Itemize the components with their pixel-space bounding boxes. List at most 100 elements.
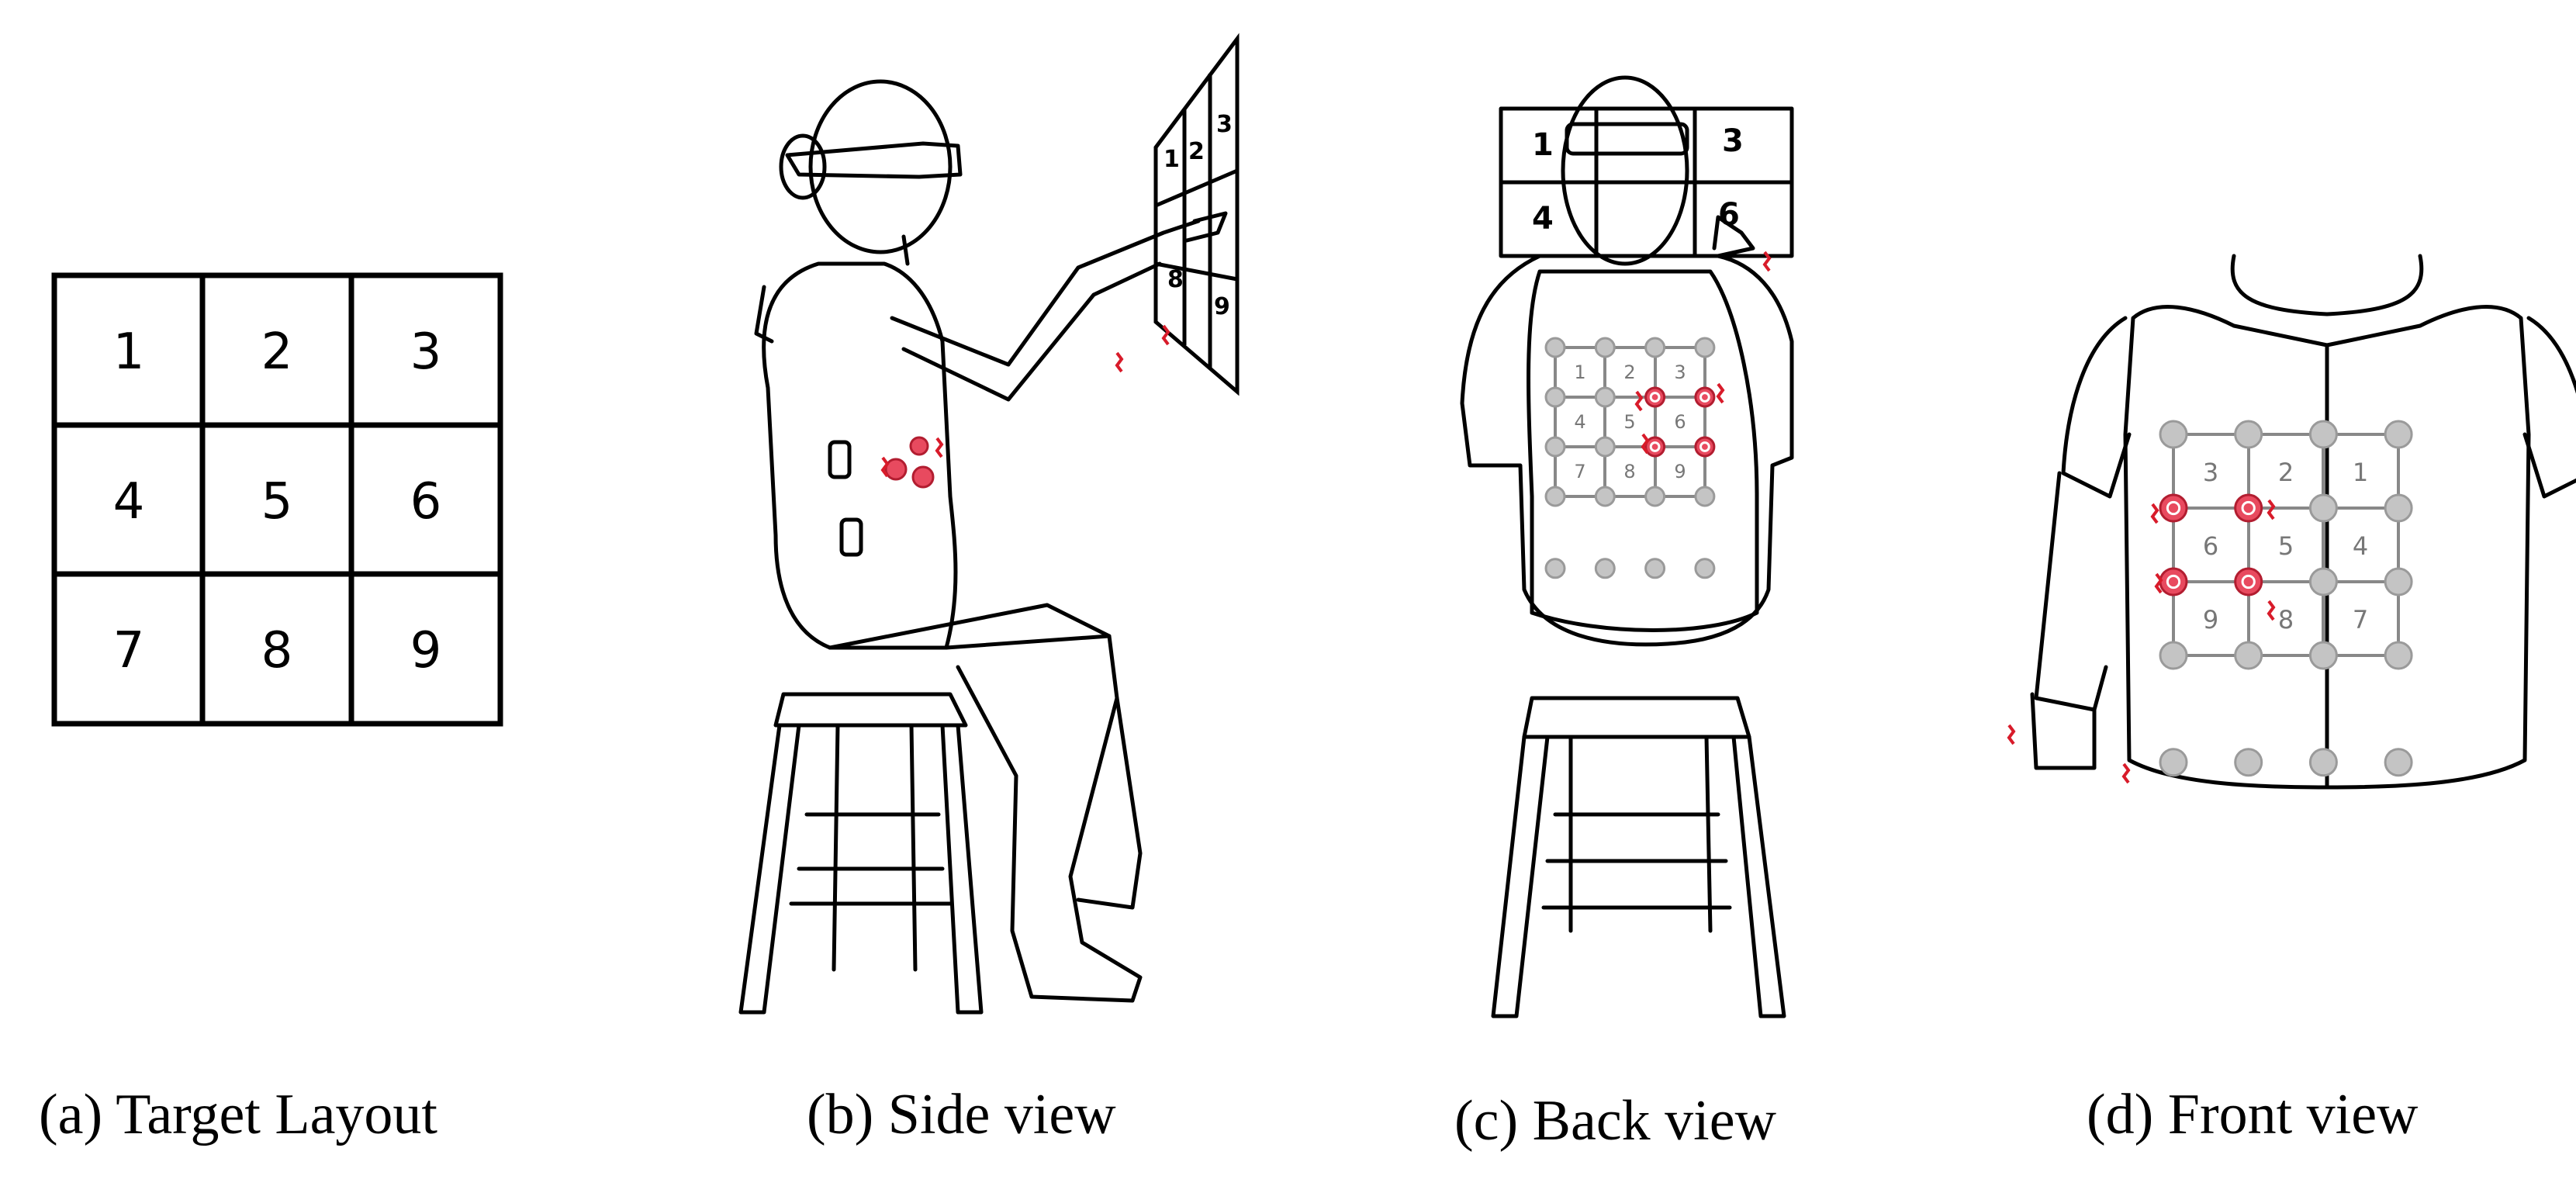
- front-vest-actuator-ring: [2241, 500, 2256, 516]
- back-torso: [1460, 254, 1794, 647]
- front-vest-num-7: 7: [2353, 605, 2368, 634]
- front-vest-actuator-active: [2234, 493, 2263, 523]
- front-vest-num-6: 6: [2203, 531, 2218, 561]
- front-vest-actuator: [2159, 641, 2188, 670]
- front-vest-actuator: [2384, 567, 2413, 596]
- side-panel-num-1: 1: [1164, 146, 1180, 173]
- back-vest-actuator: [1694, 337, 1716, 358]
- back-vest-num-6: 6: [1674, 411, 1686, 433]
- back-vest-actuator: [1594, 486, 1616, 507]
- back-vest-num-5: 5: [1623, 411, 1635, 433]
- front-vest-actuator-ring: [2241, 574, 2256, 590]
- front-vest-actuator: [2159, 748, 2188, 777]
- grid-cell-1: 1: [113, 323, 145, 381]
- front-view-illustration: [2030, 254, 2576, 790]
- stool: [773, 692, 968, 728]
- back-panel-num-3: 3: [1722, 123, 1744, 159]
- back-vest-grid-lines: [1554, 346, 1706, 498]
- back-vest-actuator-ring: [1649, 392, 1661, 403]
- back-vest-num-1: 1: [1574, 361, 1585, 383]
- front-vest-actuator: [2308, 641, 2338, 670]
- front-vest-num-2: 2: [2278, 458, 2294, 487]
- caption-target-layout: (a) Target Layout: [39, 1083, 437, 1146]
- caption-front-view: (d) Front view: [2087, 1083, 2419, 1146]
- front-neck: [2230, 254, 2424, 316]
- back-vest-num-3: 3: [1674, 361, 1686, 383]
- legs: [828, 603, 1143, 1003]
- grid-cell-9: 9: [410, 622, 442, 679]
- front-vest-actuator-ring: [2166, 500, 2181, 516]
- back-vest-actuator-active: [1644, 436, 1666, 458]
- front-vest-actuator: [2308, 748, 2338, 777]
- front-vest-grid-lines: [2172, 433, 2400, 657]
- back-panel-num-1: 1: [1532, 127, 1554, 163]
- front-vest-actuators: [2159, 420, 2413, 777]
- grid-cell-7: 7: [113, 622, 145, 679]
- back-vest: [1527, 269, 1759, 632]
- caption-side-view: (b) Side view: [807, 1083, 1116, 1146]
- front-vest-actuator-active: [2159, 567, 2188, 596]
- head: [808, 79, 953, 254]
- grid-cell-2: 2: [261, 323, 293, 381]
- front-vest-num-9: 9: [2203, 605, 2218, 634]
- front-vest-actuator-active: [2234, 567, 2263, 596]
- side-panel-num-9: 9: [1214, 293, 1230, 320]
- back-vest-actuator: [1694, 486, 1716, 507]
- caption-back-view: (c) Back view: [1454, 1089, 1777, 1153]
- back-vest-actuator: [1544, 486, 1566, 507]
- side-view-illustration: [738, 79, 1228, 1015]
- front-vest-actuator-ring: [2166, 574, 2181, 590]
- front-vest-actuator: [2308, 493, 2338, 523]
- back-vest-num-8: 8: [1623, 461, 1635, 482]
- back-vest-num-2: 2: [1623, 361, 1635, 383]
- front-vest-actuator: [2234, 420, 2263, 449]
- back-headset: [1565, 122, 1689, 156]
- front-vest: [2123, 305, 2531, 790]
- side-view-vibration-marks: [880, 324, 1170, 478]
- back-head: [1561, 75, 1689, 266]
- back-panel-num-6: 6: [1718, 197, 1740, 233]
- back-vest-actuators: [1544, 337, 1716, 579]
- back-vest-actuator-active: [1694, 386, 1716, 408]
- grid-cell-4: 4: [113, 473, 145, 531]
- back-vest-actuator: [1544, 337, 1566, 358]
- side-view-target-panel: [1153, 33, 1240, 396]
- back-vest-numbers: 1 2 3 4 5 6 7 8 9: [1574, 361, 1686, 482]
- front-vest-actuator: [2384, 641, 2413, 670]
- back-vest-actuator: [1544, 558, 1566, 579]
- side-panel-num-3: 3: [1216, 111, 1233, 138]
- grid-cell-3: 3: [410, 323, 442, 381]
- front-vest-numbers: 3 2 1 6 5 4 9 8 7: [2203, 458, 2368, 634]
- front-shirt: [2061, 316, 2132, 499]
- front-vest-actuator: [2384, 420, 2413, 449]
- grid-cell-5: 5: [261, 473, 293, 531]
- target-layout-grid: [51, 272, 503, 727]
- back-arm: [1712, 215, 1755, 258]
- front-vest-actuator: [2308, 420, 2338, 449]
- side-panel-num-8: 8: [1167, 266, 1184, 293]
- front-vest-num-8: 8: [2278, 605, 2294, 634]
- front-vest-num-3: 3: [2203, 458, 2218, 487]
- grid-cell-8: 8: [261, 622, 293, 679]
- back-vest-actuator: [1544, 386, 1566, 408]
- front-vest-actuator: [2308, 567, 2338, 596]
- back-vest-num-9: 9: [1674, 461, 1686, 482]
- arm: [890, 219, 1201, 367]
- back-vest-actuator: [1544, 436, 1566, 458]
- front-arm-left: [2034, 471, 2108, 712]
- front-vest-actuator: [2234, 641, 2263, 670]
- front-vest-num-5: 5: [2278, 531, 2294, 561]
- back-vest-num-7: 7: [1574, 461, 1585, 482]
- back-vest-actuator: [1594, 558, 1616, 579]
- back-view-panel-numbers: 1 3 4 6: [1532, 123, 1744, 237]
- front-vest-num-4: 4: [2353, 531, 2368, 561]
- back-vest-actuator-active: [1644, 386, 1666, 408]
- back-panel-num-4: 4: [1532, 201, 1554, 237]
- back-vest-actuator-ring: [1649, 441, 1661, 452]
- grid-cell-6: 6: [410, 473, 442, 531]
- front-vest-actuator: [2384, 493, 2413, 523]
- back-vest-actuator-ring: [1699, 392, 1710, 403]
- front-vest-actuator: [2159, 420, 2188, 449]
- back-vest-actuator: [1594, 337, 1616, 358]
